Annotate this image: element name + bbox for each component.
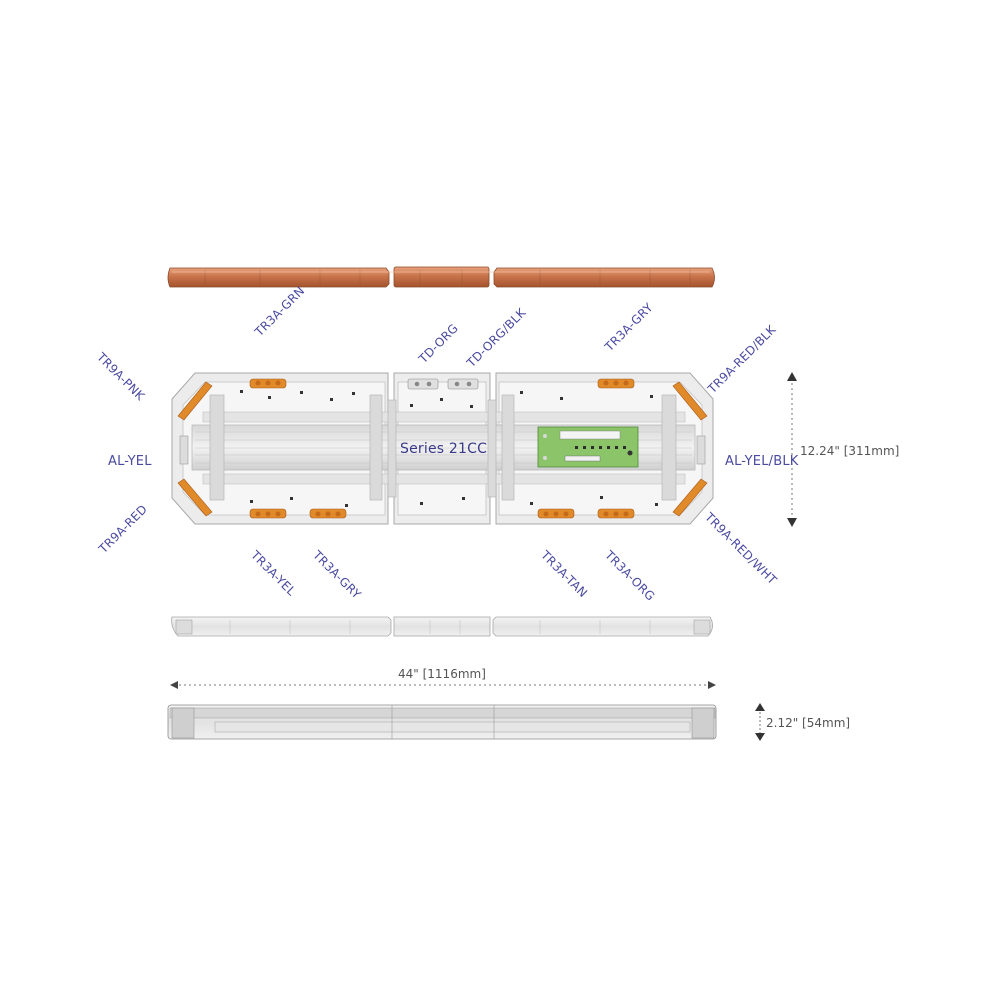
height-dimension-label: 2.12" [54mm] — [766, 716, 851, 730]
corner-led-modules — [177, 381, 708, 517]
length-dimension-line — [170, 681, 716, 689]
amber-lens-side-view — [167, 266, 715, 288]
height-dimension-line — [755, 703, 765, 741]
label-al-yel: AL-YEL — [108, 454, 152, 469]
length-dimension-label: 44" [1116mm] — [398, 667, 486, 681]
depth-dimension-label: 12.24" [311mm] — [800, 444, 900, 458]
lightbar-front-view — [171, 616, 713, 637]
label-al-yel-blk: AL-YEL/BLK — [725, 454, 799, 469]
takedown-modules — [407, 378, 479, 390]
tr3a-led-modules — [249, 378, 635, 519]
lightbar-side-view — [167, 704, 717, 740]
controller-pcb — [537, 426, 639, 468]
depth-dimension-line — [787, 372, 797, 527]
series-label: Series 21CC — [400, 441, 488, 457]
end-alley-modules — [179, 435, 706, 465]
